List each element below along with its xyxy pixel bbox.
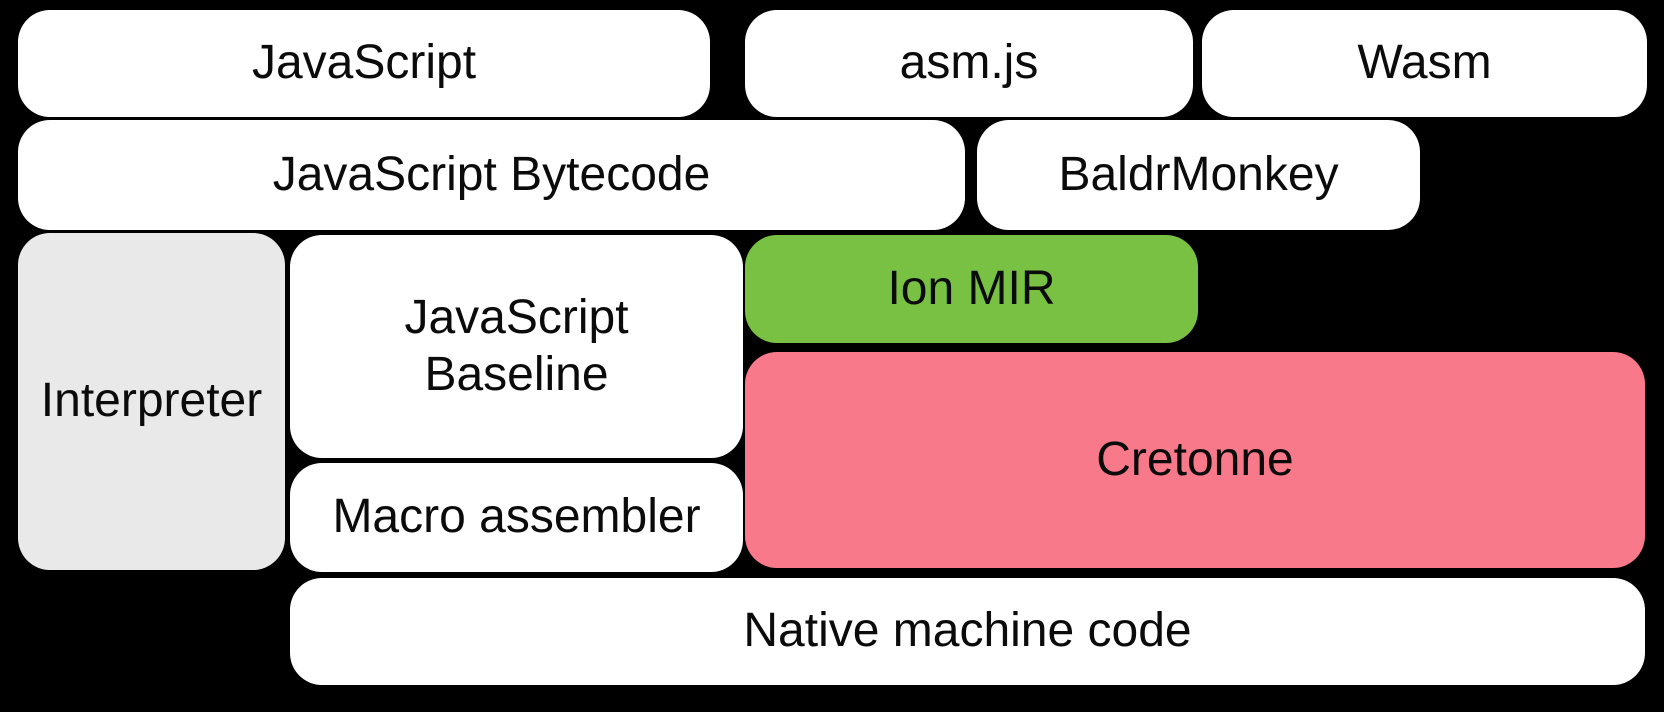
- box-ion-mir: Ion MIR: [745, 235, 1198, 343]
- box-asmjs: asm.js: [745, 10, 1193, 117]
- box-baldrmonkey: BaldrMonkey: [977, 120, 1420, 230]
- box-interpreter: Interpreter: [18, 233, 285, 570]
- box-javascript-baseline: JavaScript Baseline: [290, 235, 743, 458]
- box-wasm: Wasm: [1202, 10, 1647, 117]
- box-javascript: JavaScript: [18, 10, 710, 117]
- box-macro-assembler: Macro assembler: [290, 463, 743, 572]
- box-cretonne: Cretonne: [745, 352, 1645, 568]
- box-javascript-bytecode: JavaScript Bytecode: [18, 120, 965, 230]
- box-native-machine-code: Native machine code: [290, 578, 1645, 685]
